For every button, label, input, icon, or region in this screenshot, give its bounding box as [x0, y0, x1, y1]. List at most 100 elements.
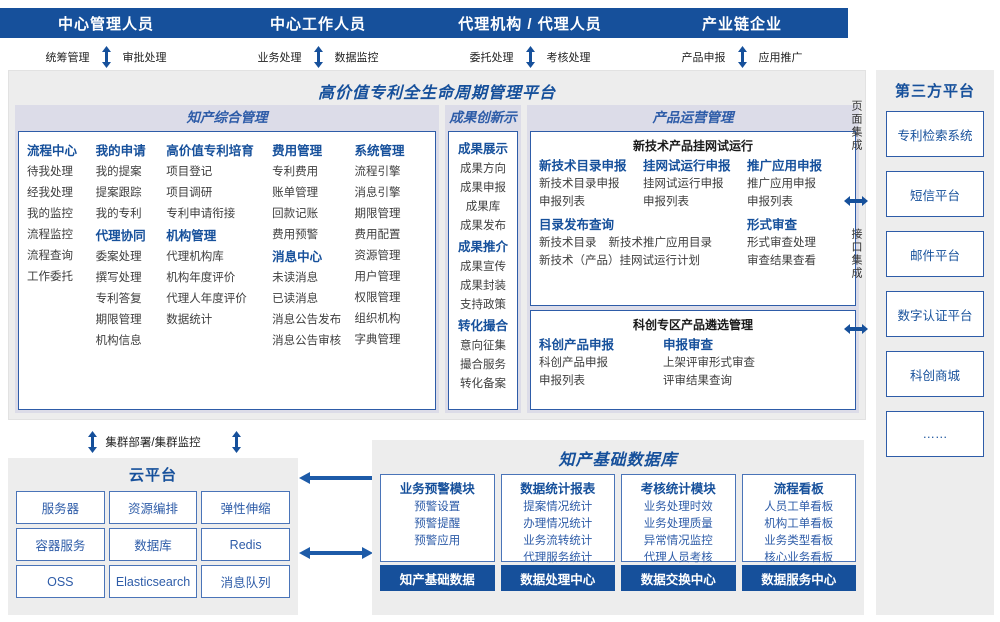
zhichan-item-1-1-4[interactable]: 机构信息	[95, 335, 142, 347]
zhichan-item-3-0-2[interactable]: 回款记账	[272, 208, 319, 220]
section-body-zhichan: 流程中心待我处理经我处理我的监控流程监控流程查询工作委托我的申请我的提案提案跟踪…	[18, 131, 436, 410]
zhichan-item-0-0-4[interactable]: 流程查询	[27, 250, 73, 262]
zhichan-item-4-0-6[interactable]: 权限管理	[354, 292, 401, 304]
cloud-cell-1[interactable]: 资源编排	[108, 491, 198, 524]
platform-sections: 知产综合管理 流程中心待我处理经我处理我的监控流程监控流程查询工作委托我的申请我…	[15, 105, 859, 413]
chanpin-item-1-1-1[interactable]: 评审结果查询	[663, 374, 732, 387]
zhichan-item-1-1-0[interactable]: 委案处理	[95, 251, 142, 263]
zhichan-item-3-1-2[interactable]: 消息公告发布	[272, 314, 342, 326]
chanpin-g2-item-0-1-1[interactable]: 审查结果查看	[747, 255, 816, 267]
database-footer-1[interactable]: 数据处理中心	[500, 565, 615, 591]
third-party-item-3[interactable]: 数字认证平台	[886, 291, 984, 337]
chengguo-item-0-0[interactable]: 成果方向	[460, 163, 506, 175]
third-party-item-5[interactable]: ……	[886, 411, 984, 457]
zhichan-item-4-0-4[interactable]: 资源管理	[354, 250, 401, 262]
cloud-cell-3[interactable]: 容器服务	[16, 528, 105, 561]
chanpin-item-0-0-0[interactable]: 新技术目录申报	[539, 178, 620, 190]
database-item-2-0[interactable]: 业务处理时效	[643, 501, 713, 513]
third-party-item-2[interactable]: 邮件平台	[886, 231, 984, 277]
zhichan-item-1-0-0[interactable]: 我的提案	[95, 166, 142, 178]
cloud-cell-2[interactable]: 弹性伸缩	[201, 491, 290, 524]
chanpin-g2-title-0-0: 目录发布查询	[539, 218, 615, 232]
database-footer-3[interactable]: 数据服务中心	[741, 565, 856, 591]
chengguo-item-2-0[interactable]: 意向征集	[460, 340, 506, 352]
database-item-1-1[interactable]: 办理情况统计	[523, 518, 593, 530]
database-footer-2[interactable]: 数据交换中心	[621, 565, 736, 591]
database-item-1-2[interactable]: 业务流转统计	[523, 535, 593, 547]
database-item-1-0[interactable]: 提案情况统计	[523, 501, 593, 513]
zhichan-item-0-0-0[interactable]: 待我处理	[27, 166, 73, 178]
zhichan-item-3-1-0[interactable]: 未读消息	[272, 272, 319, 284]
zhichan-item-2-1-2[interactable]: 代理人年度评价	[166, 293, 247, 305]
zhichan-item-4-0-2[interactable]: 期限管理	[354, 208, 401, 220]
zhichan-item-2-0-1[interactable]: 项目调研	[166, 187, 213, 199]
database-item-0-2[interactable]: 预警应用	[414, 535, 461, 547]
zhichan-item-4-0-8[interactable]: 字典管理	[354, 334, 401, 346]
zhichan-item-0-0-3[interactable]: 流程监控	[27, 229, 73, 241]
chengguo-item-1-0[interactable]: 成果宣传	[460, 261, 506, 273]
zhichan-item-0-0-5[interactable]: 工作委托	[27, 271, 73, 283]
zhichan-item-4-0-1[interactable]: 消息引擎	[354, 187, 401, 199]
zhichan-item-2-1-0[interactable]: 代理机构库	[166, 251, 224, 263]
cloud-cell-7[interactable]: Elasticsearch	[108, 565, 198, 598]
third-party-item-0[interactable]: 专利检索系统	[886, 111, 984, 157]
cloud-cell-8[interactable]: 消息队列	[201, 565, 290, 598]
chengguo-item-1-2[interactable]: 支持政策	[460, 299, 506, 311]
database-item-3-3[interactable]: 核心业务看板	[764, 552, 834, 564]
chanpin-item-1-0-0[interactable]: 科创产品申报	[539, 356, 608, 369]
chengguo-item-1-1[interactable]: 成果封装	[460, 280, 506, 292]
chanpin-g2-item-0-1-0[interactable]: 形式审查处理	[747, 237, 816, 249]
zhichan-item-2-1-3[interactable]: 数据统计	[166, 314, 213, 326]
zhichan-item-2-0-0[interactable]: 项目登记	[166, 166, 213, 178]
zhichan-item-3-0-3[interactable]: 费用预警	[272, 229, 319, 241]
zhichan-item-2-0-2[interactable]: 专利申请衔接	[166, 208, 236, 220]
database-item-0-1[interactable]: 预警提醒	[414, 518, 461, 530]
zhichan-item-1-1-3[interactable]: 期限管理	[95, 314, 142, 326]
third-party-item-1[interactable]: 短信平台	[886, 171, 984, 217]
database-item-3-2[interactable]: 业务类型看板	[764, 535, 834, 547]
database-item-2-2[interactable]: 异常情况监控	[643, 535, 713, 547]
chanpin-g2-inline-item-0-0-1[interactable]: 新技术推广应用目录	[608, 237, 713, 249]
zhichan-item-3-0-1[interactable]: 账单管理	[272, 187, 319, 199]
chengguo-item-0-2[interactable]: 成果库	[465, 201, 501, 213]
cloud-cell-5[interactable]: Redis	[201, 528, 290, 561]
zhichan-item-1-0-2[interactable]: 我的专利	[95, 208, 142, 220]
zhichan-item-4-0-3[interactable]: 费用配置	[354, 229, 401, 241]
zhichan-item-0-0-2[interactable]: 我的监控	[27, 208, 73, 220]
zhichan-item-2-1-1[interactable]: 机构年度评价	[166, 272, 236, 284]
chanpin-item-0-0-1[interactable]: 申报列表	[539, 196, 585, 208]
chanpin-item-0-2-0[interactable]: 推广应用申报	[747, 178, 816, 190]
zhichan-item-3-0-0[interactable]: 专利费用	[272, 166, 319, 178]
third-party-item-4[interactable]: 科创商城	[886, 351, 984, 397]
chengguo-item-2-1[interactable]: 撮合服务	[460, 359, 506, 371]
database-item-3-1[interactable]: 机构工单看板	[764, 518, 834, 530]
database-item-0-0[interactable]: 预警设置	[414, 501, 461, 513]
database-item-3-0[interactable]: 人员工单看板	[764, 501, 834, 513]
cloud-cell-6[interactable]: OSS	[16, 565, 105, 598]
zhichan-item-1-1-1[interactable]: 撰写处理	[95, 272, 142, 284]
chanpin-item-0-2-1[interactable]: 申报列表	[747, 196, 793, 208]
zhichan-item-4-0-7[interactable]: 组织机构	[354, 313, 401, 325]
database-footer-0[interactable]: 知产基础数据	[380, 565, 495, 591]
cloud-cell-0[interactable]: 服务器	[16, 491, 105, 524]
chanpin-item-0-1-1[interactable]: 申报列表	[643, 196, 689, 208]
zhichan-item-3-1-3[interactable]: 消息公告审核	[272, 335, 342, 347]
chanpin-item-0-1-0[interactable]: 挂网试运行申报	[643, 178, 724, 190]
chengguo-item-2-2[interactable]: 转化备案	[460, 378, 506, 390]
database-item-1-3[interactable]: 代理服务统计	[523, 552, 593, 564]
chengguo-item-0-1[interactable]: 成果申报	[460, 182, 506, 194]
database-item-2-3[interactable]: 代理人员考核	[643, 552, 713, 564]
chanpin-g2-item-0-0-0[interactable]: 新技术（产品）挂网试运行计划	[539, 255, 700, 267]
database-item-2-1[interactable]: 业务处理质量	[643, 518, 713, 530]
zhichan-item-0-0-1[interactable]: 经我处理	[27, 187, 73, 199]
chanpin-item-1-0-1[interactable]: 申报列表	[539, 374, 585, 387]
chanpin-item-1-1-0[interactable]: 上架评审形式审查	[663, 356, 755, 369]
zhichan-item-1-0-1[interactable]: 提案跟踪	[95, 187, 142, 199]
chengguo-item-0-3[interactable]: 成果发布	[460, 220, 506, 232]
zhichan-item-1-1-2[interactable]: 专利答复	[95, 293, 142, 305]
zhichan-item-3-1-1[interactable]: 已读消息	[272, 293, 319, 305]
cloud-cell-4[interactable]: 数据库	[108, 528, 198, 561]
chanpin-g2-inline-item-0-0-0[interactable]: 新技术目录	[539, 237, 597, 249]
zhichan-item-4-0-0[interactable]: 流程引擎	[354, 166, 401, 178]
zhichan-item-4-0-5[interactable]: 用户管理	[354, 271, 401, 283]
